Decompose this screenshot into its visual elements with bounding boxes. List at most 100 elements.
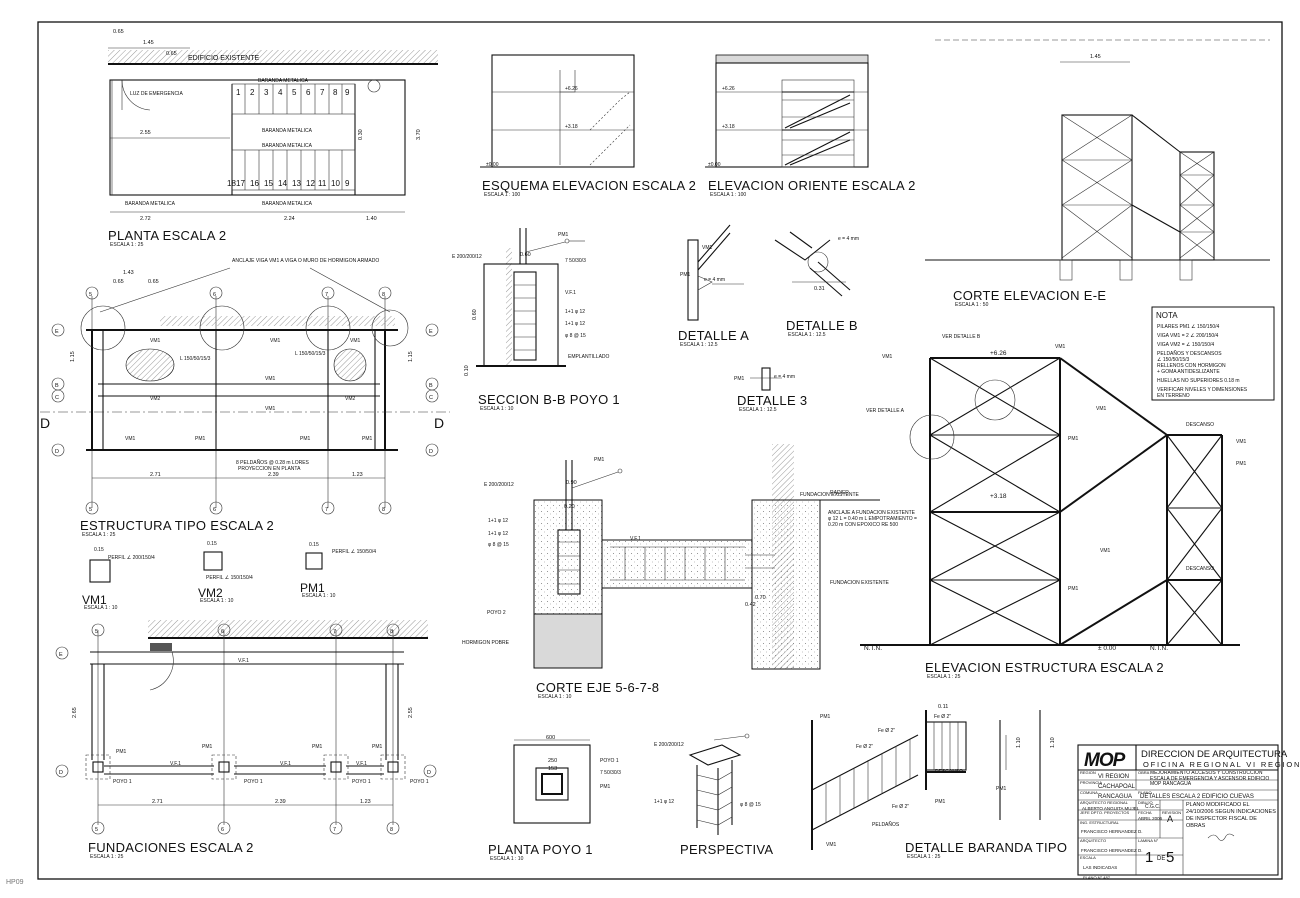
svg-text:±0.00: ±0.00 xyxy=(486,162,499,168)
svg-text:PELDAÑOS: PELDAÑOS xyxy=(872,821,900,828)
svg-text:EN TERRENO: EN TERRENO xyxy=(1157,393,1190,399)
svg-text:Fe Ø 2": Fe Ø 2" xyxy=(878,728,895,734)
svg-text:1.45: 1.45 xyxy=(143,40,154,46)
svg-text:BARANDA METALICA: BARANDA METALICA xyxy=(262,201,313,207)
svg-text:VM1: VM1 xyxy=(270,338,281,344)
svg-text:V.F.1: V.F.1 xyxy=(356,761,367,767)
svg-text:0.30: 0.30 xyxy=(358,129,364,140)
svg-text:DESCANSO: DESCANSO xyxy=(935,769,963,775)
svg-text:FRANCISCO HERNANDEZ D.: FRANCISCO HERNANDEZ D. xyxy=(1081,829,1143,834)
elev-oriente-title: ELEVACION ORIENTE ESCALA 2 xyxy=(708,178,916,193)
svg-text:PM1: PM1 xyxy=(600,784,611,790)
detalle-a-view: e = 4 mm VM1 PM1 DETALLE A ESCALA 1 : 12… xyxy=(678,224,749,348)
svg-text:+3.18: +3.18 xyxy=(565,124,578,130)
svg-text:0.20: 0.20 xyxy=(564,504,575,510)
svg-text:17: 17 xyxy=(236,179,245,188)
svg-text:PM1: PM1 xyxy=(1236,461,1247,467)
svg-text:ESCALA 1 : 25: ESCALA 1 : 25 xyxy=(90,854,124,860)
svg-text:ESCALA 1 : 10: ESCALA 1 : 10 xyxy=(490,856,524,862)
svg-text:+3.18: +3.18 xyxy=(722,124,735,130)
svg-text:BARANDA METALICA: BARANDA METALICA xyxy=(125,201,176,207)
svg-text:5: 5 xyxy=(89,292,92,298)
svg-text:POYO 1: POYO 1 xyxy=(244,779,263,785)
svg-text:V.F.1: V.F.1 xyxy=(238,658,249,664)
svg-text:VER DETALLE B: VER DETALLE B xyxy=(942,334,981,340)
svg-text:VI REGION: VI REGION xyxy=(1098,774,1129,780)
svg-text:0.90: 0.90 xyxy=(566,480,577,486)
svg-text:VM1: VM1 xyxy=(1096,406,1107,412)
svg-text:VM1: VM1 xyxy=(82,593,107,607)
svg-text:POYO 1: POYO 1 xyxy=(600,758,619,764)
svg-text:ESCALA 1 : 100: ESCALA 1 : 100 xyxy=(484,192,520,198)
svg-text:+6.26: +6.26 xyxy=(722,86,735,92)
svg-text:PERFIL ∠ 200/150/4: PERFIL ∠ 200/150/4 xyxy=(108,555,155,561)
fundaciones-title: FUNDACIONES ESCALA 2 xyxy=(88,840,254,855)
svg-text:1.10: 1.10 xyxy=(1050,737,1056,748)
svg-text:RADIER: RADIER xyxy=(830,490,849,496)
svg-text:ESCALA 1 : 12.5: ESCALA 1 : 12.5 xyxy=(739,407,777,413)
svg-text:1+1 φ 12: 1+1 φ 12 xyxy=(565,321,585,327)
svg-text:9: 9 xyxy=(345,88,350,97)
svg-text:± 0.00: ± 0.00 xyxy=(1098,645,1116,652)
svg-text:VM1: VM1 xyxy=(1236,439,1247,445)
svg-text:5: 5 xyxy=(95,827,98,833)
svg-text:2.65: 2.65 xyxy=(72,707,78,718)
svg-text:D: D xyxy=(429,449,433,455)
svg-text:PM1: PM1 xyxy=(300,436,311,442)
svg-text:7 50/30/3: 7 50/30/3 xyxy=(600,770,621,776)
svg-text:DE: DE xyxy=(1157,856,1165,862)
svg-text:3: 3 xyxy=(264,88,269,97)
svg-text:2.39: 2.39 xyxy=(275,799,286,805)
estructura-title: ESTRUCTURA TIPO ESCALA 2 xyxy=(80,518,274,533)
svg-text:V.F.1: V.F.1 xyxy=(630,536,641,542)
existing-building-band xyxy=(108,50,438,64)
svg-text:1.40: 1.40 xyxy=(366,216,377,222)
baranda-title: DETALLE BARANDA TIPO xyxy=(905,840,1067,855)
svg-text:VM1: VM1 xyxy=(350,338,361,344)
svg-text:DIRECCION DE ARQUITECTURA: DIRECCION DE ARQUITECTURA xyxy=(1141,749,1288,760)
svg-text:VM1: VM1 xyxy=(265,406,276,412)
svg-text:C.G.C.: C.G.C. xyxy=(1145,804,1160,810)
svg-text:153: 153 xyxy=(548,766,557,772)
detalle-3-title: DETALLE 3 xyxy=(737,393,807,408)
svg-text:6: 6 xyxy=(213,292,216,298)
svg-text:1.15: 1.15 xyxy=(408,351,414,362)
svg-text:5: 5 xyxy=(95,629,98,635)
svg-text:VM1: VM1 xyxy=(1055,344,1066,350)
svg-text:PLANO: PLANO xyxy=(1138,790,1152,795)
seccion-bb-view: E 200/200/12 PM1 V.F.1 1+1 φ 12 1+1 φ 12… xyxy=(452,228,620,412)
svg-text:1.23: 1.23 xyxy=(360,799,371,805)
svg-text:3.70: 3.70 xyxy=(416,129,422,140)
perspectiva-view: E 200/200/12 1+1 φ 12 φ 8 @ 15 PERSPECTI… xyxy=(654,733,773,857)
svg-text:2.71: 2.71 xyxy=(152,799,163,805)
svg-text:e = 4 mm: e = 4 mm xyxy=(838,236,859,242)
svg-text:C: C xyxy=(55,395,59,401)
svg-text:φ 8 @ 15: φ 8 @ 15 xyxy=(740,802,761,808)
svg-text:N.T.N.: N.T.N. xyxy=(1150,645,1168,652)
esquema-title: ESQUEMA ELEVACION ESCALA 2 xyxy=(482,178,696,193)
svg-text:0.11: 0.11 xyxy=(938,704,948,710)
svg-text:VM1: VM1 xyxy=(265,376,276,382)
svg-text:600: 600 xyxy=(546,735,555,741)
svg-text:POYO 1: POYO 1 xyxy=(352,779,371,785)
svg-text:OFICINA REGIONAL VI REGION: OFICINA REGIONAL VI REGION xyxy=(1143,760,1300,769)
svg-text:0.65: 0.65 xyxy=(148,279,159,285)
svg-text:ARQUITECTO REGIONAL: ARQUITECTO REGIONAL xyxy=(1080,800,1129,805)
planta-view: EDIFICIO EXISTENTE 0.65 1.45 0.65 1 2 3 … xyxy=(108,29,438,248)
svg-text:+3.18: +3.18 xyxy=(990,493,1007,500)
svg-text:0.42: 0.42 xyxy=(745,602,756,608)
svg-text:6: 6 xyxy=(221,827,224,833)
svg-text:DETALLES ESCALA 2 EDIFICIO CUE: DETALLES ESCALA 2 EDIFICIO CUEVAS xyxy=(1140,794,1254,800)
svg-text:1+1 φ 12: 1+1 φ 12 xyxy=(565,309,585,315)
sheet-border xyxy=(37,21,1283,880)
vm2-section xyxy=(203,551,223,571)
svg-text:PM1: PM1 xyxy=(680,272,691,278)
svg-text:1+1 φ 12: 1+1 φ 12 xyxy=(654,799,674,805)
svg-text:PERFIL ∠ 150/50/4: PERFIL ∠ 150/50/4 xyxy=(332,549,376,555)
flight-bottom xyxy=(231,149,356,191)
estructura-tipo-view: ANCLAJE VIGA VM1 A VIGA O MURO DE HORMIG… xyxy=(40,258,450,538)
svg-text:8: 8 xyxy=(333,88,338,97)
svg-text:+ GOMA ANTIDESLIZANTE: + GOMA ANTIDESLIZANTE xyxy=(1157,369,1220,375)
fundaciones-view: 5 6 7 8 5 6 7 8 E D D V.F.1 V.F.1 V.F.1 … xyxy=(55,620,437,860)
